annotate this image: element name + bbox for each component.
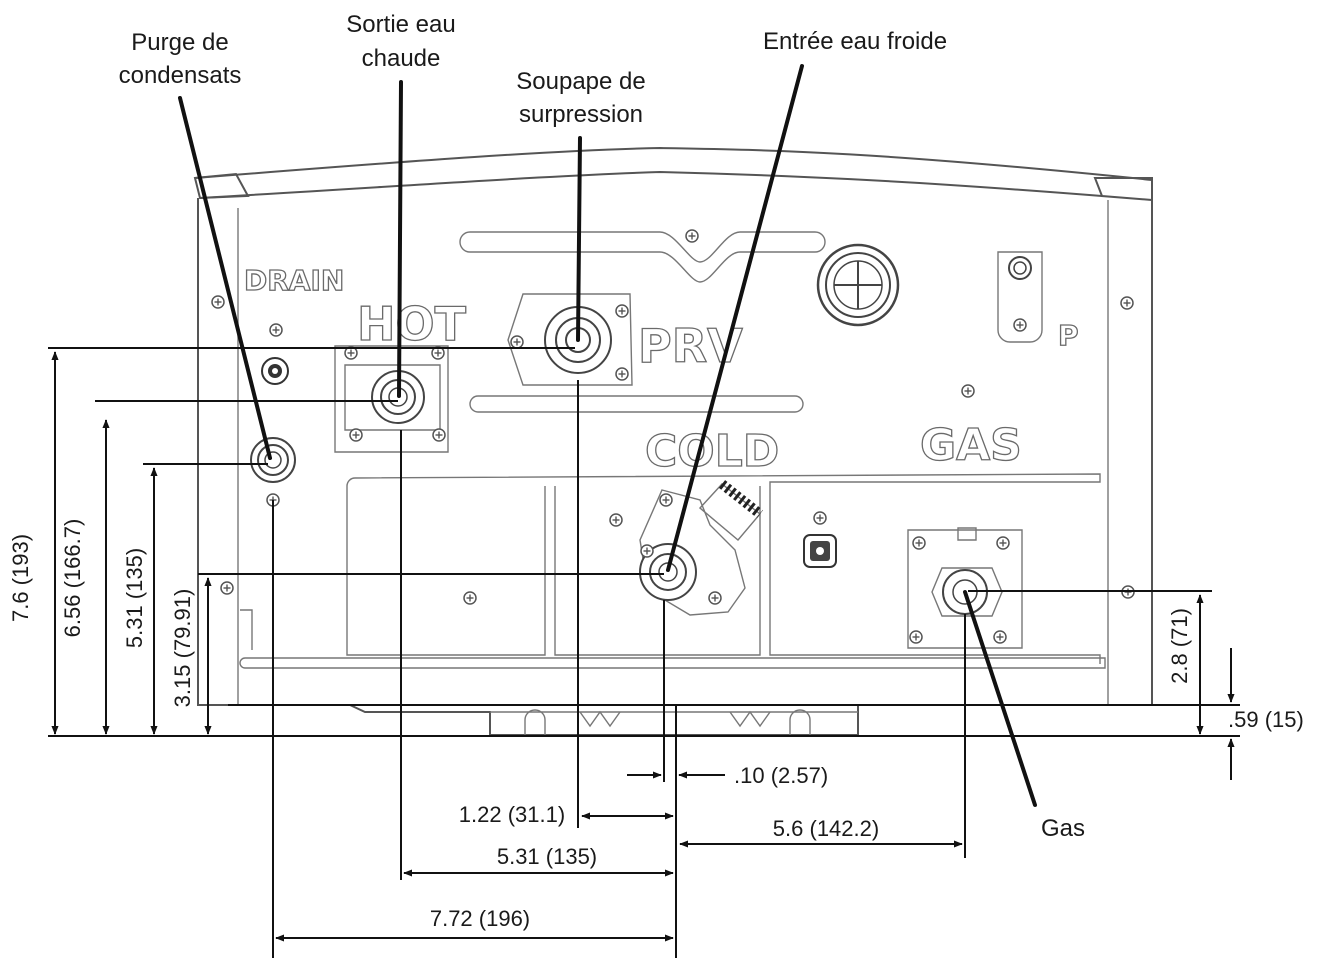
dim-base-offset: .59 (15) — [1228, 707, 1304, 732]
screw-icon — [685, 229, 699, 243]
dim-cold-height: 3.15 (79.91) — [170, 589, 195, 708]
callout-prv-line1: Soupape de — [516, 68, 645, 95]
dim-prv-to-cold: 1.22 (31.1) — [459, 802, 565, 827]
hot-outlet-fitting — [334, 345, 449, 453]
callout-cold: Entrée eau froide — [763, 28, 947, 55]
callout-hot-line1: Sortie eau — [346, 11, 455, 38]
callout-prv-line2: surpression — [519, 101, 643, 128]
lower-compartments — [239, 473, 1106, 669]
electrical-connector — [803, 511, 837, 568]
upper-channel — [459, 229, 826, 413]
dim-cold-to-gas: 5.6 (142.2) — [773, 816, 879, 841]
callout-drain-line1: Purge de — [131, 29, 228, 56]
leader-lines — [178, 64, 1037, 807]
pressure-port-bracket — [997, 251, 1043, 343]
stamp-drain: DRAIN — [244, 264, 344, 297]
stamp-p: P — [1058, 319, 1079, 352]
stamp-gas: GAS — [920, 420, 1022, 471]
dim-cold-offset: .10 (2.57) — [734, 763, 828, 788]
stamp-hot: HOT — [357, 297, 467, 351]
dim-hot-to-cold: 5.31 (135) — [497, 844, 597, 869]
callout-drain-line2: condensats — [119, 62, 242, 89]
prv-fitting — [507, 293, 633, 386]
stamp-cold: COLD — [645, 426, 779, 477]
dim-gas-height: 2.8 (71) — [1167, 608, 1192, 684]
callout-hot-line2: chaude — [362, 45, 441, 72]
callout-gas: Gas — [1041, 815, 1085, 842]
inspection-port — [816, 243, 900, 327]
horizontal-dimension-lines — [272, 380, 966, 958]
dim-drain-height: 5.31 (135) — [122, 548, 147, 648]
dim-hot-height: 6.56 (166.7) — [60, 519, 85, 638]
vertical-dimension-lines — [48, 347, 1240, 780]
drain-fitting — [211, 295, 296, 507]
dim-drain-to-cold: 7.72 (196) — [430, 906, 530, 931]
dim-prv-height: 7.6 (193) — [8, 534, 33, 622]
